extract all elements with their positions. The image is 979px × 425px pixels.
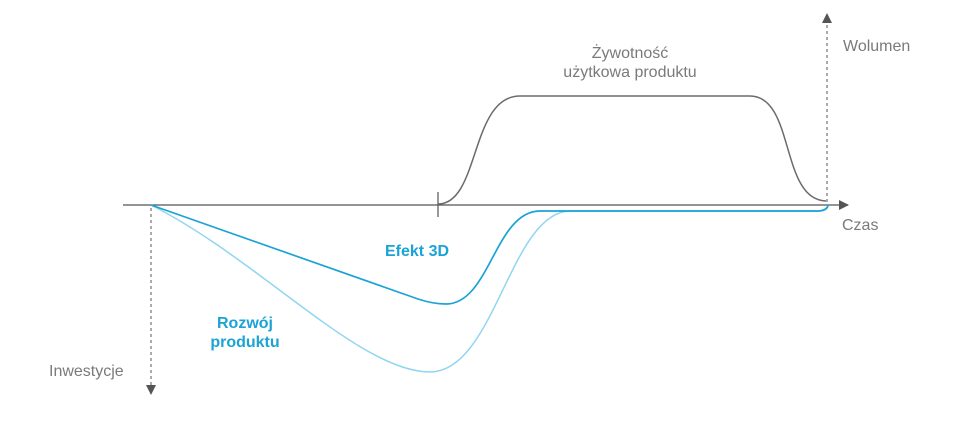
development-label-line2: produktu [210, 334, 280, 352]
lifetime-label-line2: użytkowa produktu [563, 64, 697, 82]
development-label: Rozwój produktu [195, 314, 295, 352]
effect-3d-label: Efekt 3D [385, 243, 450, 260]
development-label-line1: Rozwój [217, 315, 273, 332]
volume-axis-label: Wolumen [843, 38, 911, 55]
lifetime-label-line1: Żywotność [591, 45, 669, 62]
investment-axis-label: Inwestycje [49, 363, 124, 380]
lifetime-label: Żywotność użytkowa produktu [530, 44, 730, 82]
effect-3d-curve [150, 204, 829, 305]
lifetime-curve [437, 95, 827, 205]
time-axis-label: Czas [842, 217, 879, 234]
